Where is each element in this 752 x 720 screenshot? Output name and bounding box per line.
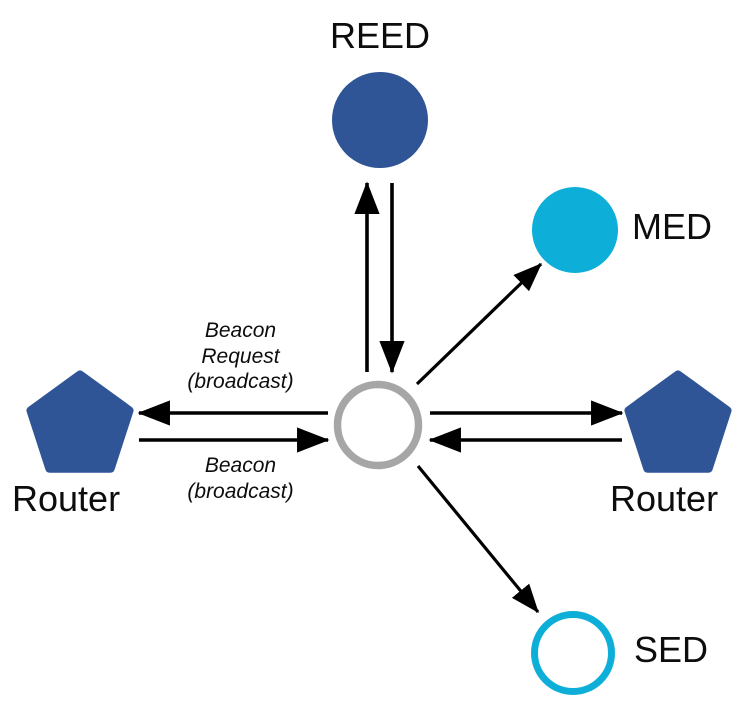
edge-label-beacon-request-line-3: (broadcast) xyxy=(187,370,294,394)
edge-label-beacon-line-2: (broadcast) xyxy=(187,479,294,503)
edge-label-beacon: Beacon (broadcast) xyxy=(168,453,313,504)
node-reed[interactable] xyxy=(332,72,428,168)
node-router-left[interactable] xyxy=(26,370,134,473)
edge-label-beacon-request: Beacon Request (broadcast) xyxy=(168,318,313,395)
node-label-reed: REED xyxy=(330,15,431,56)
node-router-right[interactable] xyxy=(624,370,732,473)
node-joiner-center[interactable] xyxy=(333,380,423,470)
node-sed[interactable] xyxy=(531,611,615,695)
node-label-sed: SED xyxy=(634,629,709,670)
edge-center-to-med xyxy=(415,262,543,386)
node-label-router-right: Router xyxy=(610,478,719,519)
edge-center-to-sed xyxy=(416,464,540,614)
edge-label-beacon-request-line-1: Beacon xyxy=(204,319,277,342)
node-label-router-left: Router xyxy=(12,478,121,519)
node-med[interactable] xyxy=(532,187,618,273)
edge-label-beacon-request-line-2: Request xyxy=(201,344,280,368)
node-label-med: MED xyxy=(632,206,712,247)
edge-label-beacon-line-1: Beacon xyxy=(204,454,277,477)
